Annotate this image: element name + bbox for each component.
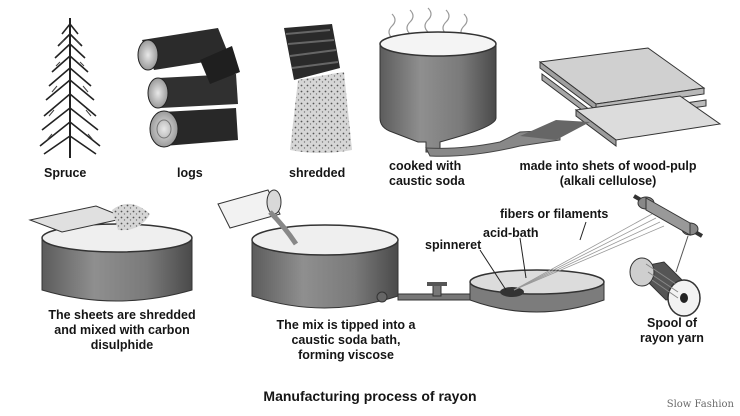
label-sheets-line1: The sheets are shredded [48, 308, 196, 322]
label-cooked-line1: cooked with [389, 159, 462, 173]
label-mix-tipped: The mix is tipped into a caustic soda ba… [248, 318, 444, 363]
label-mix-line2: caustic soda bath, [291, 333, 401, 347]
label-cooked: cooked with caustic soda [389, 159, 465, 189]
label-mix-line3: forming viscose [298, 348, 394, 362]
label-logs: logs [177, 166, 203, 180]
label-spool-line2: rayon yarn [640, 331, 704, 345]
diagram-title: Manufacturing process of rayon [263, 388, 477, 404]
label-shredded: shredded [289, 166, 346, 180]
wood-pulp-sheets-icon [520, 47, 722, 147]
caustic-soda-bath-icon [217, 189, 471, 309]
label-spruce: Spruce [44, 166, 87, 180]
roller-icon [632, 194, 704, 273]
watermark: Slow Fashion [666, 399, 734, 410]
shredding-tank-icon [28, 203, 193, 302]
shredded-wood-icon [284, 24, 352, 153]
label-sheets-shredded: The sheets are shredded and mixed with c… [24, 308, 220, 353]
label-spool-line1: Spool of [647, 316, 697, 330]
label-mix-line1: The mix is tipped into a [276, 318, 416, 332]
label-pointers [479, 221, 587, 291]
label-acid-bath: acid-bath [483, 226, 539, 240]
spool-of-rayon-yarn-icon [629, 257, 701, 317]
label-wood-pulp: made into shets of wood-pulp (alkali cel… [498, 159, 718, 189]
label-cooked-line2: caustic soda [389, 174, 465, 188]
spruce-tree-icon [39, 18, 101, 158]
label-fibers: fibers or filaments [500, 207, 609, 221]
label-sheets-line3: disulphide [90, 338, 154, 352]
label-wood-pulp-line2: (alkali cellulose) [559, 174, 657, 188]
label-sheets-line2: and mixed with carbon [54, 323, 190, 337]
logs-icon [137, 28, 240, 148]
label-spool: Spool of rayon yarn [630, 316, 714, 346]
label-spinneret: spinneret [425, 238, 482, 252]
acid-bath-icon [469, 269, 605, 313]
label-wood-pulp-line1: made into shets of wood-pulp [519, 159, 697, 173]
fibers-icon [513, 213, 665, 291]
